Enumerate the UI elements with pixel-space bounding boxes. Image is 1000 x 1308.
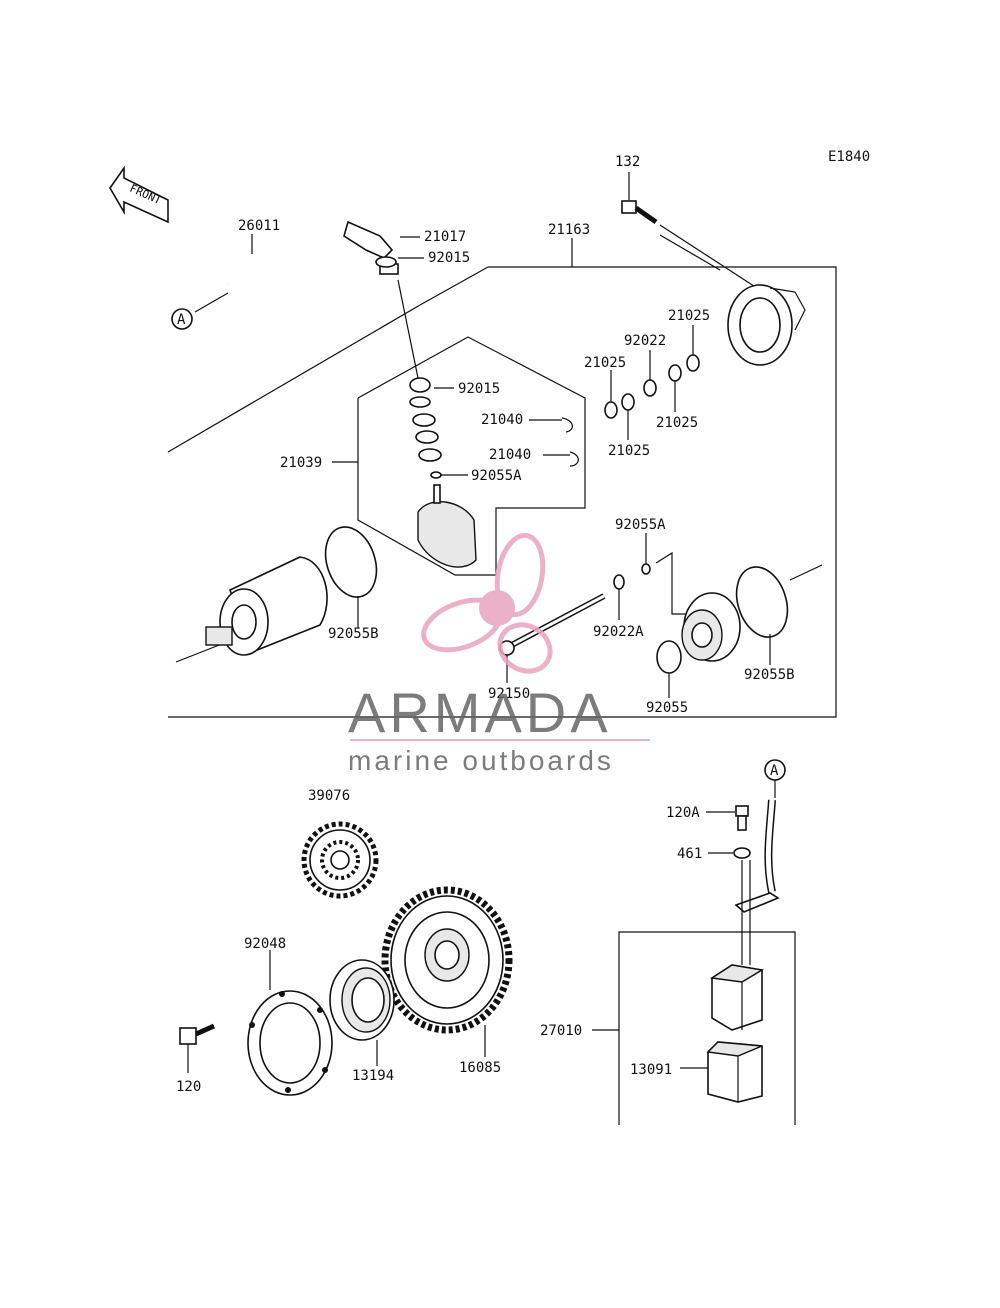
washer-21025-a [604, 401, 618, 419]
washer-21025-d [686, 354, 700, 372]
leader-lines-upper [251, 234, 771, 698]
watermark-tagline: marine outboards [348, 745, 614, 776]
end-cover [727, 284, 806, 366]
watermark-brand: ARMADA [348, 681, 612, 744]
spring-21040-b [569, 451, 579, 467]
washer-21025-b [621, 393, 635, 411]
label-92022a: 92022A [593, 624, 644, 640]
brush-plate [417, 484, 477, 568]
o-ring-92055 [656, 640, 682, 674]
callout-a-label: A [177, 312, 186, 328]
one-way-clutch-13194 [329, 959, 395, 1041]
label-21017: 21017 [424, 229, 466, 245]
label-21039: 21039 [280, 455, 322, 471]
starter-relay [710, 964, 764, 1031]
o-ring-92055b-right [735, 566, 789, 638]
label-92150: 92150 [488, 686, 530, 702]
starter-motor-frame [167, 238, 837, 718]
washer-92022 [643, 379, 657, 397]
label-26011: 26011 [238, 218, 280, 234]
label-21025-b: 21025 [584, 355, 626, 371]
screw-120a [706, 805, 749, 831]
label-21025-d: 21025 [608, 443, 650, 459]
label-27010: 27010 [540, 1023, 582, 1039]
o-ring-92055a [641, 563, 651, 575]
label-92015-mid: 92015 [458, 381, 500, 397]
label-92055a-b: 92055A [615, 517, 666, 533]
washer-461 [708, 847, 751, 859]
callout-a-label-lower: A [770, 763, 779, 779]
label-92048: 92048 [244, 936, 286, 952]
label-120: 120 [176, 1079, 201, 1095]
relay-boot-13091 [680, 1041, 763, 1103]
washer-92022a [613, 574, 625, 590]
label-21163: 21163 [548, 222, 590, 238]
bolt-132 [621, 172, 761, 291]
label-92022: 92022 [624, 333, 666, 349]
label-13091: 13091 [630, 1062, 672, 1078]
brush-assembly-box [357, 336, 586, 576]
label-92055: 92055 [646, 700, 688, 716]
label-132: 132 [615, 154, 640, 170]
clutch-holder-92048 [247, 990, 333, 1096]
label-461: 461 [677, 846, 702, 862]
label-21025-a: 21025 [668, 308, 710, 324]
cable-26011 [194, 239, 399, 313]
front-housing [681, 592, 741, 662]
armada-watermark: ARMADA marine outboards [348, 532, 650, 776]
front-arrow-icon: FRONT [109, 165, 169, 224]
washer-21025-c [668, 364, 682, 382]
relay-assembly-frame [618, 931, 796, 1125]
terminal-boot [343, 220, 397, 268]
starter-motor-body [205, 556, 328, 656]
relay-cable [734, 780, 780, 965]
label-92055a-a: 92055A [471, 468, 522, 484]
label-13194: 13194 [352, 1068, 394, 1084]
label-21040-a: 21040 [481, 412, 523, 428]
label-92015-top: 92015 [428, 250, 470, 266]
label-120a: 120A [666, 805, 700, 821]
label-39076: 39076 [308, 788, 350, 804]
idle-gear-39076 [301, 821, 379, 899]
nut-washer-stack [397, 279, 442, 479]
o-ring-92055b-left [324, 526, 378, 598]
diagram-code: E1840 [828, 149, 870, 165]
label-21040-b: 21040 [489, 447, 531, 463]
leader-bracket [655, 551, 686, 615]
callout-a-circle [171, 308, 193, 330]
label-16085: 16085 [459, 1060, 501, 1076]
propeller-logo-icon [421, 532, 553, 674]
spring-21040-a [561, 417, 573, 433]
starter-gear-16085 [381, 886, 513, 1034]
label-92055b-b: 92055B [744, 667, 795, 683]
bolt-120 [179, 1023, 216, 1073]
label-21025-c: 21025 [656, 415, 698, 431]
label-92055b-a: 92055B [328, 626, 379, 642]
